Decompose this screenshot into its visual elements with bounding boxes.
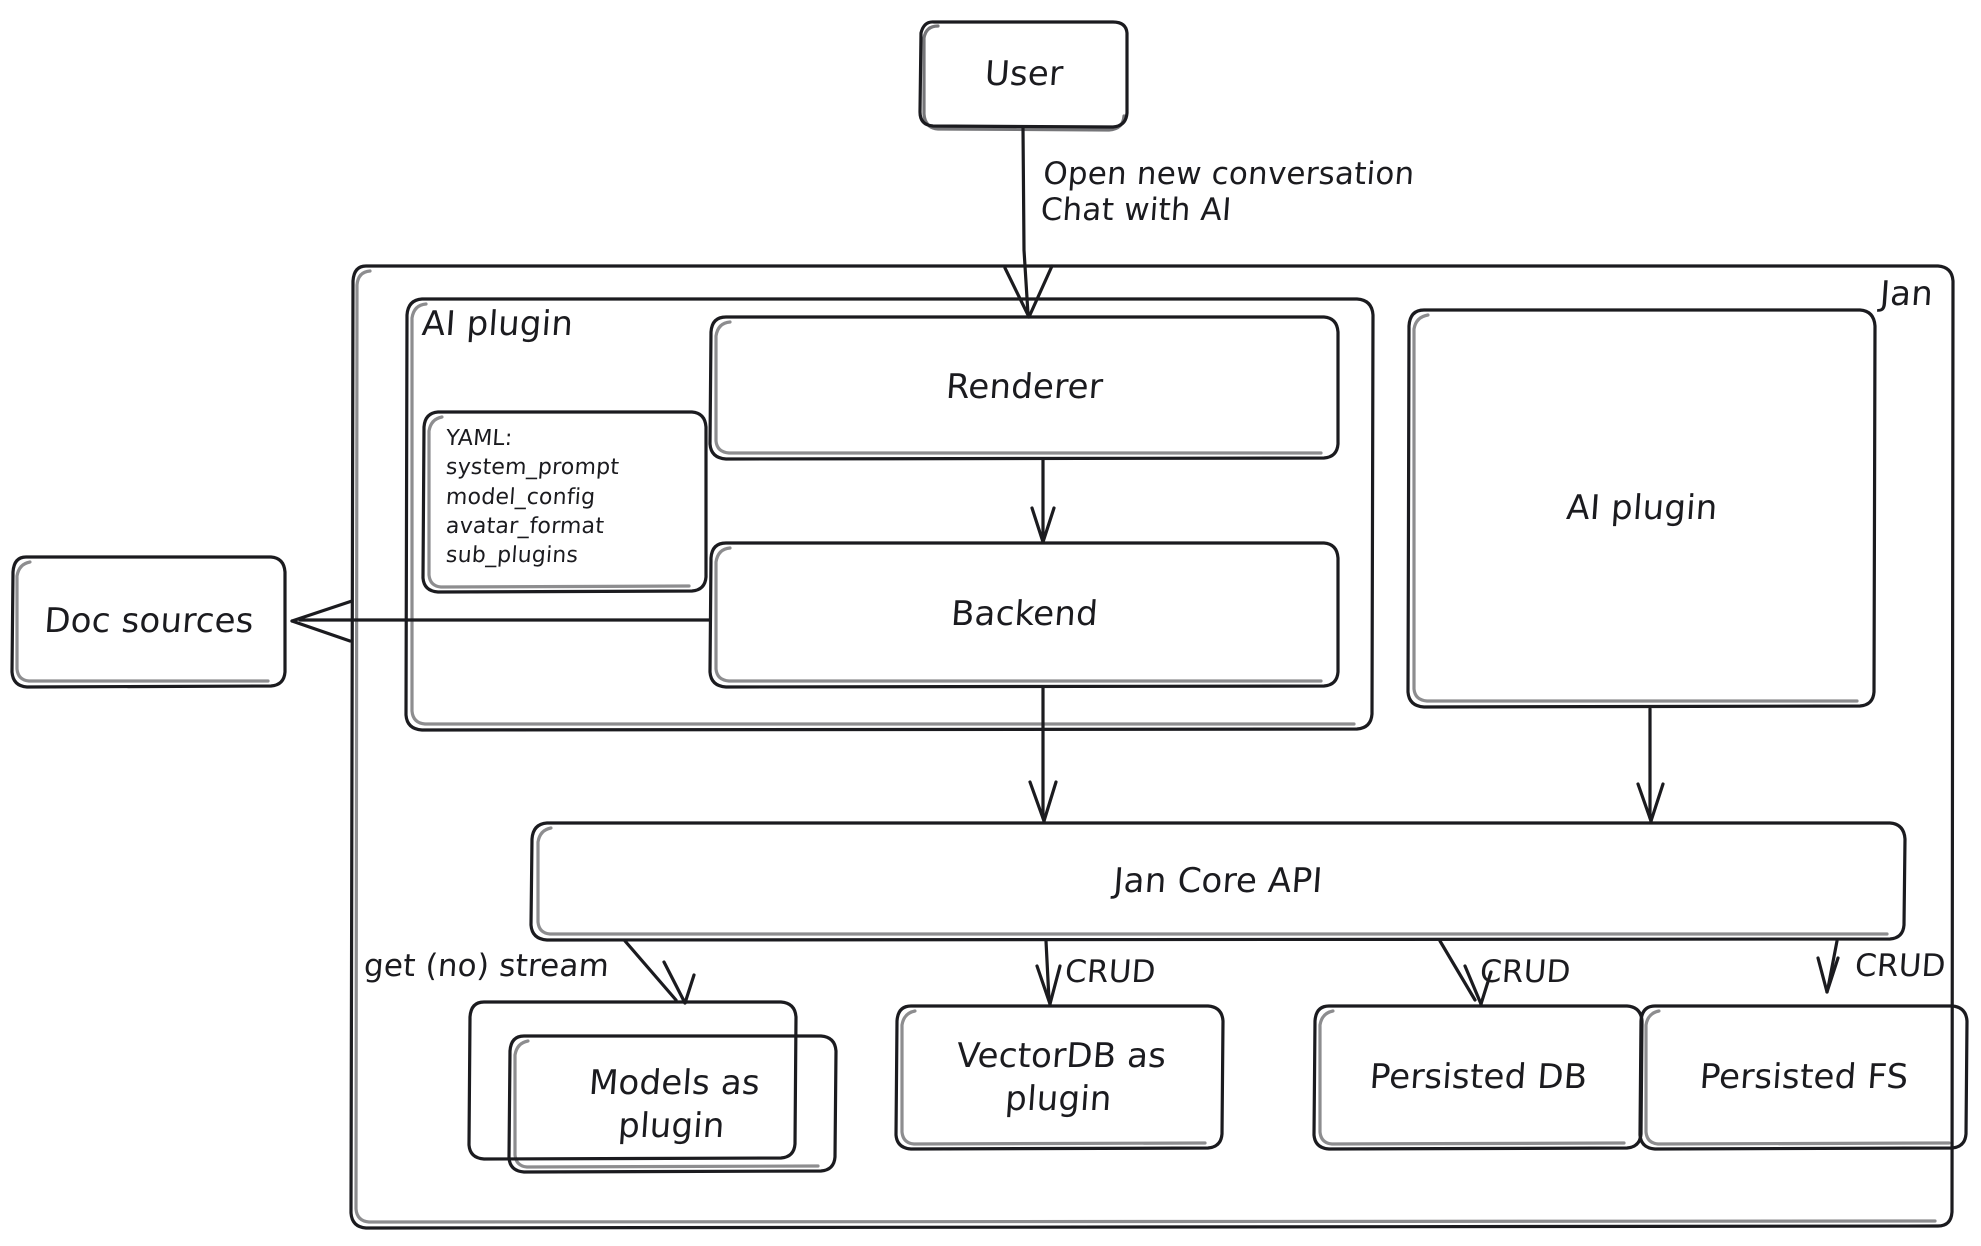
persisted-fs-box-shape xyxy=(1638,1004,1969,1151)
jan-group-label: Jan xyxy=(1878,274,1935,314)
arrow-core-api-to-vectordb xyxy=(1035,939,1062,1006)
edge-label-core-api-to-persisted-db: CRUD xyxy=(1478,954,1572,990)
arrow-backend-to-core-api xyxy=(1028,686,1058,823)
yaml-note-key-model-config: model_config xyxy=(445,484,597,510)
yaml-note: YAML: system_prompt model_config avatar_… xyxy=(445,424,696,570)
arrow-ai-plugin-to-core-api xyxy=(1636,707,1665,823)
renderer-box-shape xyxy=(708,315,1340,461)
doc-sources-box-shape xyxy=(10,555,287,689)
yaml-note-key-system-prompt: system_prompt xyxy=(445,455,621,481)
edge-label-core-api-to-models: get (no) stream xyxy=(362,948,611,984)
arrow-user-to-renderer xyxy=(1003,126,1054,319)
models-plugin-outer-shape xyxy=(467,1000,798,1161)
ai-plugin-group-shape xyxy=(404,297,1375,732)
edge-label-core-api-to-persisted-fs: CRUD xyxy=(1853,948,1947,984)
arrow-renderer-to-backend xyxy=(1030,458,1056,544)
yaml-note-box-shape xyxy=(421,410,708,594)
backend-box-shape xyxy=(708,541,1340,689)
arrow-core-api-to-persisted-fs xyxy=(1816,939,1840,994)
vectordb-plugin-box-shape xyxy=(894,1004,1225,1151)
models-plugin-box-shape xyxy=(507,1034,838,1174)
arrow-core-api-to-models xyxy=(623,939,696,1005)
user-box-shape xyxy=(918,20,1129,132)
persisted-db-box-shape xyxy=(1312,1004,1644,1151)
ai-plugin-box-shape xyxy=(1406,308,1877,709)
arrow-core-api-to-persisted-db xyxy=(1438,939,1493,1006)
yaml-note-key-avatar-format: avatar_format xyxy=(445,513,606,539)
yaml-note-key-sub-plugins: sub_plugins xyxy=(445,543,579,568)
ai-plugin-group-label: AI plugin xyxy=(420,304,575,344)
jan-container-shape xyxy=(349,264,1955,1230)
arrow-backend-to-doc-sources xyxy=(290,599,712,643)
yaml-note-title: YAML: xyxy=(445,426,514,451)
jan-core-api-box-shape xyxy=(529,821,1907,942)
edge-label-core-api-to-vectordb: CRUD xyxy=(1063,954,1157,990)
